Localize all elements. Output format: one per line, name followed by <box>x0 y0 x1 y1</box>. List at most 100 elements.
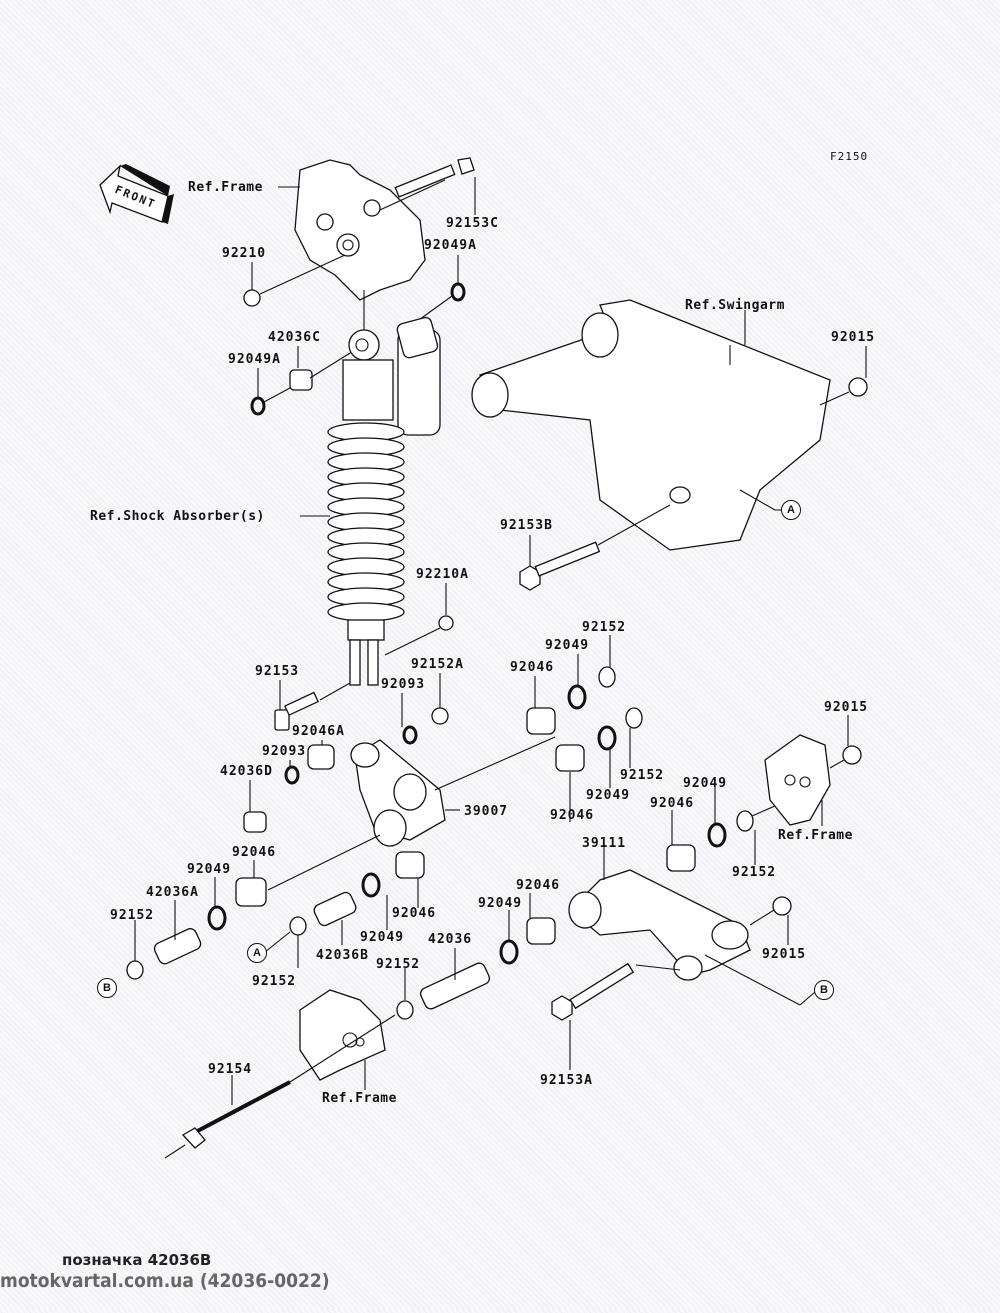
bearing-92046-b1 <box>235 877 267 907</box>
part-label[interactable]: 92046 <box>550 808 595 823</box>
part-label[interactable]: 92093 <box>381 677 426 692</box>
part-label[interactable]: 42036A <box>146 885 199 900</box>
part-label[interactable]: 92093 <box>262 744 307 759</box>
part-label[interactable]: 92210A <box>416 567 469 582</box>
part-label[interactable]: 92153B <box>500 518 553 533</box>
part-label[interactable]: 92049 <box>187 862 232 877</box>
callout-b-right: B <box>814 980 834 1000</box>
frame-right-bracket <box>764 734 831 826</box>
collar-42036 <box>419 962 491 1010</box>
washer-92152-b2 <box>289 916 307 936</box>
collar-42036b <box>313 891 357 927</box>
figure-code: F2150 <box>830 150 869 163</box>
washer-92152-a2 <box>625 707 643 729</box>
seal-92049-a1 <box>567 684 587 710</box>
part-label[interactable]: 92046 <box>516 878 561 893</box>
washer-92152-a1 <box>598 666 616 688</box>
bearing-92046-c1 <box>666 844 696 872</box>
link-39111 <box>568 869 751 981</box>
bearing-92046a <box>307 744 335 770</box>
part-label[interactable]: 92049 <box>683 776 728 791</box>
part-label[interactable]: 92046 <box>232 845 277 860</box>
seal-92049-c2 <box>499 939 519 965</box>
callout-b-left: B <box>97 978 117 998</box>
part-label[interactable]: 92046 <box>392 906 437 921</box>
seal-92049-a2 <box>597 725 617 751</box>
ref-swingarm-label: Ref.Swingarm <box>685 298 785 313</box>
callout-a-link: A <box>247 943 267 963</box>
collar-42036d <box>243 811 267 833</box>
leader-lines <box>134 177 867 1105</box>
washer-92152-c1 <box>736 810 754 832</box>
part-label[interactable]: 92049A <box>424 238 477 253</box>
part-label[interactable]: 92152 <box>376 957 421 972</box>
nut-92015-right <box>842 745 862 765</box>
part-label[interactable]: 92015 <box>824 700 869 715</box>
bolt-92153 <box>274 682 351 731</box>
part-label[interactable]: 92153 <box>255 664 300 679</box>
nut-92015-swingarm <box>848 377 868 397</box>
part-label[interactable]: 92015 <box>762 947 807 962</box>
bearing-92046-a2 <box>555 744 585 772</box>
part-label[interactable]: 92153A <box>540 1073 593 1088</box>
part-label[interactable]: 92154 <box>208 1062 253 1077</box>
seal-92049-b2 <box>361 872 381 898</box>
nut-92210a <box>438 615 454 631</box>
spacer-42036c <box>289 369 313 391</box>
part-label[interactable]: 42036B <box>316 948 369 963</box>
part-label[interactable]: 92152 <box>110 908 155 923</box>
nut-92210 <box>243 289 261 307</box>
collar-42036a <box>153 928 202 965</box>
shock-absorber <box>327 290 441 686</box>
part-label[interactable]: 92015 <box>831 330 876 345</box>
swingarm <box>471 299 831 551</box>
part-label[interactable]: 92049 <box>478 896 523 911</box>
frame-upper-bracket <box>294 159 426 301</box>
part-label[interactable]: 92152 <box>620 768 665 783</box>
part-label[interactable]: 92153C <box>446 216 499 231</box>
bearing-92046-c2 <box>526 917 556 945</box>
part-label[interactable]: 92046 <box>510 660 555 675</box>
part-label[interactable]: 92049 <box>586 788 631 803</box>
part-label[interactable]: 92152 <box>582 620 627 635</box>
bearing-92046-a1 <box>526 707 556 735</box>
part-label[interactable]: 92152 <box>252 974 297 989</box>
part-label[interactable]: 39111 <box>582 836 627 851</box>
front-arrow-icon <box>99 164 174 224</box>
seal-92049a-upper <box>450 282 466 302</box>
seal-92049a-lower <box>250 396 266 416</box>
part-label[interactable]: 92049A <box>228 352 281 367</box>
washer-92152-b1 <box>126 960 144 980</box>
bearing-92046-b2 <box>395 851 425 879</box>
ref-shock-label: Ref.Shock Absorber(s) <box>90 509 265 524</box>
part-label[interactable]: 42036D <box>220 764 273 779</box>
part-label[interactable]: 92152 <box>732 865 777 880</box>
part-label[interactable]: 42036C <box>268 330 321 345</box>
part-label[interactable]: 92210 <box>222 246 267 261</box>
spring-coil <box>327 602 405 622</box>
nut-92015-link <box>772 896 792 916</box>
part-label[interactable]: 39007 <box>464 804 509 819</box>
part-label[interactable]: 92049 <box>360 930 405 945</box>
washer-92152a <box>431 707 449 725</box>
part-label[interactable]: 92049 <box>545 638 590 653</box>
seal-92049-c1 <box>707 822 727 848</box>
ref-frame-bottom-label: Ref.Frame <box>322 1091 397 1106</box>
bolt-92153a <box>551 962 681 1021</box>
part-label[interactable]: 92046 <box>650 796 695 811</box>
callout-a-swingarm: A <box>781 500 801 520</box>
seal-92093-upper <box>402 725 418 745</box>
part-label[interactable]: 92046A <box>292 724 345 739</box>
caption: позначка 42036B <box>62 1251 212 1269</box>
bolt-92153c <box>379 157 475 211</box>
part-label[interactable]: 92152A <box>411 657 464 672</box>
watermark[interactable]: motokvartal.com.ua (42036-0022) <box>0 1270 330 1292</box>
part-label[interactable]: 42036 <box>428 932 473 947</box>
pivot-shaft-92154 <box>164 1014 396 1159</box>
rocker-arm-39007 <box>350 736 556 847</box>
washer-92152-c2 <box>396 1000 414 1020</box>
ref-frame-right-label: Ref.Frame <box>778 828 853 843</box>
seal-92093-lower <box>284 765 300 785</box>
